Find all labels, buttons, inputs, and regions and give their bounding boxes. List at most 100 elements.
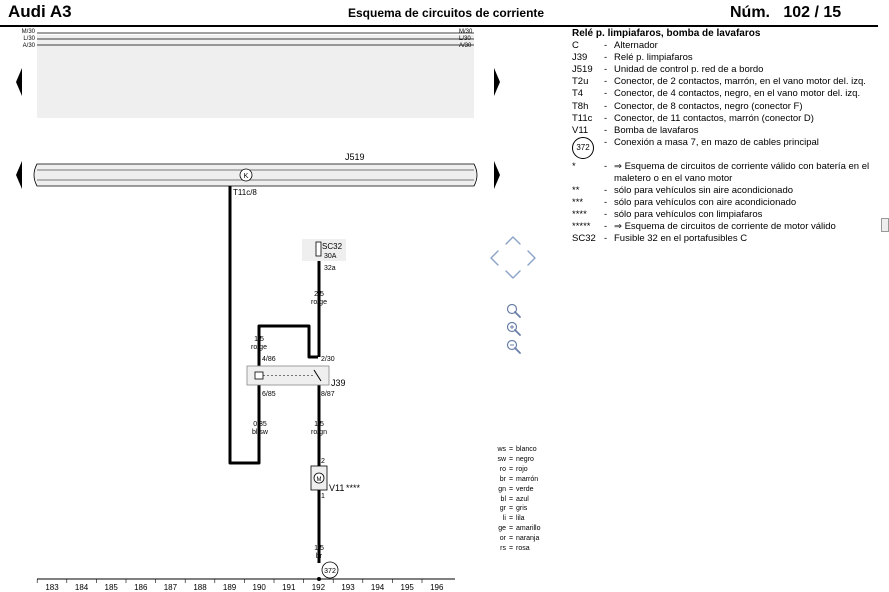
legend-dash: - xyxy=(604,209,608,221)
color-abbr: br xyxy=(499,475,506,483)
wire-size-ctrl: 1,5 xyxy=(254,336,264,343)
zoom-icon[interactable] xyxy=(506,303,521,318)
arrow-left-icon[interactable] xyxy=(16,161,22,189)
bus-label-right-1: L/30 xyxy=(459,36,471,42)
legend-item: T2u-Conector, de 2 contactos, marrón, en… xyxy=(572,76,872,88)
color-equals: = xyxy=(508,455,514,463)
motor-symbol-icon xyxy=(313,472,325,484)
bus-label-left-0: M/30 xyxy=(22,29,36,35)
zoom-out-icon[interactable] xyxy=(506,339,521,354)
wire-color-motor-ground: br xyxy=(316,553,323,560)
axis-number: 192 xyxy=(312,583,326,592)
color-name: rojo xyxy=(516,465,528,473)
header-divider xyxy=(0,25,878,27)
fuse-sc32: SC32 30A 32a xyxy=(302,239,346,272)
axis-number: 190 xyxy=(253,583,267,592)
color-abbr: ro xyxy=(499,465,506,473)
legend-dash: - xyxy=(604,197,608,209)
relay-pin-gnd: 6/85 xyxy=(262,391,276,398)
wire-color-relay-gnd: bl/sw xyxy=(252,429,269,436)
motor-label: V11 xyxy=(329,483,344,493)
axis-number: 184 xyxy=(75,583,89,592)
color-abbr: ws xyxy=(497,446,506,453)
legend-notes: *-⇒ Esquema de circuitos de corriente vá… xyxy=(572,161,872,246)
axis-number: 194 xyxy=(371,583,385,592)
wire-size-fuse-relay: 2,5 xyxy=(314,291,324,298)
bus-label-right-2: A/30 xyxy=(459,43,472,49)
color-abbr: or xyxy=(499,535,506,543)
legend-item-desc: Conector, de 4 contactos, negro, en el v… xyxy=(614,88,861,100)
fuse-pin: 32a xyxy=(324,265,336,272)
color-abbr: gr xyxy=(499,505,506,513)
motor-stars: **** xyxy=(346,483,361,493)
pan-left-icon[interactable] xyxy=(490,250,499,266)
wire-color-ctrl: ro/ge xyxy=(251,344,267,351)
legend-note-code: * xyxy=(572,160,576,172)
color-abbr: sw xyxy=(497,455,506,463)
bus-label-left-1: L/30 xyxy=(23,36,35,42)
legend-item: T4-Conector, de 4 contactos, negro, en e… xyxy=(572,88,872,100)
wire-size-relay-motor: 1,5 xyxy=(314,421,324,428)
legend-note-code: ***** xyxy=(572,221,591,233)
axis-number: 189 xyxy=(223,583,237,592)
legend-note-code: SC32 xyxy=(572,233,596,245)
arrow-left-icon[interactable] xyxy=(16,68,22,96)
color-equals: = xyxy=(508,535,514,543)
fuse-rating: 30A xyxy=(324,253,337,260)
motor-pin-bottom: 1 xyxy=(321,493,325,500)
legend-note-desc: sólo para vehículos sin aire acondiciona… xyxy=(614,185,794,197)
color-code-row: bl=azul xyxy=(492,495,541,505)
color-code-row: ge=amarillo xyxy=(492,524,540,534)
ground-ref-label: 372 xyxy=(324,568,336,575)
arrow-right-icon[interactable] xyxy=(494,161,500,189)
color-equals: = xyxy=(508,545,514,553)
legend-item: T11c-Conector, de 11 contactos, marrón (… xyxy=(572,113,872,125)
t11c-pin-label: T11c/8 xyxy=(233,188,257,197)
legend-note-desc: sólo para vehículos con limpiafaros xyxy=(614,209,763,221)
sheet-label: Núm. xyxy=(730,4,770,21)
legend-item-code: T11c xyxy=(572,112,593,124)
color-code-row: gr=gris xyxy=(492,504,541,514)
pan-controls xyxy=(490,236,536,279)
ground-symbol-icon xyxy=(321,561,339,579)
axis-number: 193 xyxy=(341,583,355,592)
color-abbr: li xyxy=(502,515,506,523)
legend-note-code: **** xyxy=(572,209,587,221)
pan-down-icon[interactable] xyxy=(505,270,521,279)
axis-number: 188 xyxy=(193,583,207,592)
header-bar: Audi A3 Esquema de circuitos de corrient… xyxy=(0,0,889,27)
color-name: rosa xyxy=(516,545,530,553)
color-code-row: rs=rosa xyxy=(492,544,541,554)
legend-item-code: T8h xyxy=(572,100,589,112)
bus-label-left-2: A/30 xyxy=(23,43,36,49)
legend-note-desc: sólo para vehículos con aire acondiciona… xyxy=(614,197,797,209)
terminal-k-icon-glyph: K xyxy=(244,173,249,180)
pan-up-icon[interactable] xyxy=(505,236,521,245)
color-equals: = xyxy=(508,515,514,523)
legend-item-desc: Unidad de control p. red de a bordo xyxy=(614,64,764,76)
relay-pin-out: 8/87 xyxy=(321,391,335,398)
color-code-row: ws=blanco xyxy=(492,445,541,455)
pan-right-icon[interactable] xyxy=(527,250,536,266)
zoom-in-icon[interactable] xyxy=(506,321,521,336)
fuse-name: SC32 xyxy=(322,242,343,251)
legend-item-code: V11 xyxy=(572,124,589,136)
color-code-row: or=naranja xyxy=(492,534,541,544)
arrow-right-icon[interactable] xyxy=(494,68,500,96)
color-code-row: li=lila xyxy=(492,514,541,524)
axis-number: 187 xyxy=(164,583,178,592)
legend-note: *** -sólo para vehículos con aire acondic… xyxy=(572,197,872,209)
legend-note-code: *** xyxy=(572,197,584,209)
component-legend: Relé p. limpiafaros, bomba de lavafaros … xyxy=(572,28,872,246)
legend-dash: - xyxy=(604,221,608,233)
diagram-title: Esquema de circuitos de corriente xyxy=(348,6,545,20)
axis-number: 196 xyxy=(430,583,444,592)
legend-item-desc: Alternador xyxy=(614,40,658,52)
legend-dash: - xyxy=(604,40,608,52)
scrollbar-thumb[interactable] xyxy=(881,218,889,232)
legend-item: V11-Bomba de lavafaros xyxy=(572,125,872,137)
legend-dash: - xyxy=(604,88,608,100)
legend-item-desc: Conector, de 2 contactos, marrón, en el … xyxy=(614,76,866,88)
